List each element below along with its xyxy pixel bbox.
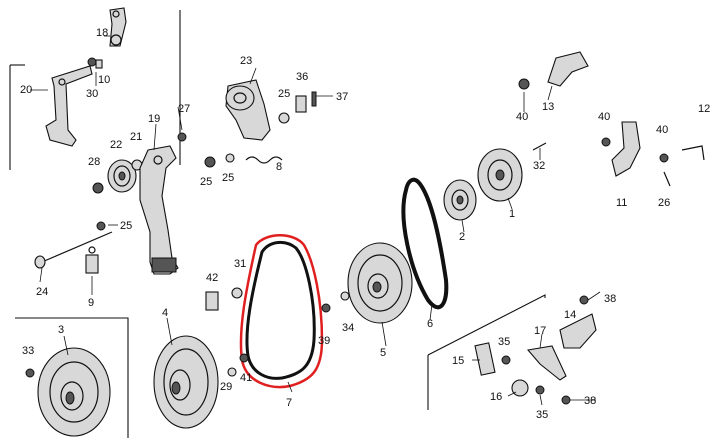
callout-22: 22 xyxy=(110,139,122,151)
bracket-11 xyxy=(601,121,705,187)
bracket-18 xyxy=(109,7,127,47)
leader-lines xyxy=(30,35,601,406)
pulley-4 xyxy=(153,335,219,429)
callout-28: 28 xyxy=(88,156,100,168)
callout-40-right-a: 40 xyxy=(598,111,610,123)
callout-23: 23 xyxy=(240,55,252,67)
callout-26: 26 xyxy=(658,197,670,209)
callout-3: 3 xyxy=(58,324,64,336)
pulley-3 xyxy=(25,347,111,437)
callout-16: 16 xyxy=(490,391,502,403)
callout-17: 17 xyxy=(534,325,546,337)
callout-34: 34 xyxy=(342,322,354,334)
tensioner-23 xyxy=(225,79,317,141)
callout-11: 11 xyxy=(616,197,627,209)
callout-25-mid-b: 25 xyxy=(222,172,234,184)
callout-18: 18 xyxy=(96,27,108,39)
callout-40-right-b: 40 xyxy=(656,124,668,136)
callout-37: 37 xyxy=(336,91,348,103)
callout-39: 39 xyxy=(318,335,330,347)
callout-30: 30 xyxy=(86,88,98,100)
callout-38-top: 38 xyxy=(604,293,616,305)
callout-19: 19 xyxy=(148,113,160,125)
callout-9: 9 xyxy=(88,297,94,309)
frame-bottom-left xyxy=(15,317,129,438)
callout-36: 36 xyxy=(296,71,308,83)
callout-32: 32 xyxy=(533,160,545,172)
callout-10: 10 xyxy=(98,74,110,86)
bolt-25 xyxy=(96,221,106,231)
pedal-19 xyxy=(139,132,187,275)
pulley-5 xyxy=(321,242,413,324)
callout-41: 41 xyxy=(240,372,252,384)
callout-27: 27 xyxy=(178,103,190,115)
frame-bottom-right xyxy=(427,294,546,410)
callout-40-top: 40 xyxy=(516,111,528,123)
bracket-14 xyxy=(559,295,597,349)
callout-12: 12 xyxy=(698,103,710,115)
callout-7: 7 xyxy=(286,397,292,409)
callout-38-bottom: 38 xyxy=(584,395,596,407)
callout-35-bottom: 35 xyxy=(536,409,548,421)
callout-5: 5 xyxy=(380,347,386,359)
callout-4: 4 xyxy=(162,307,168,319)
callout-labels: 18 10 20 30 23 36 25 37 27 19 21 22 28 2… xyxy=(20,27,710,421)
belt-6 xyxy=(401,177,449,310)
pin-32 xyxy=(532,142,547,151)
callout-13: 13 xyxy=(542,101,554,113)
callout-31: 31 xyxy=(234,258,246,270)
callout-42: 42 xyxy=(206,272,218,284)
spring-9 xyxy=(85,246,99,274)
callout-1: 1 xyxy=(509,208,515,220)
pulley-2 xyxy=(443,179,477,221)
small-parts-25-8 xyxy=(204,153,283,168)
callout-29: 29 xyxy=(220,381,232,393)
bracket-13 xyxy=(518,51,589,90)
callout-15: 15 xyxy=(452,355,464,367)
pulley-1 xyxy=(477,148,523,202)
callout-8: 8 xyxy=(276,161,282,173)
fasteners-42-31 xyxy=(205,287,249,377)
idler-22 xyxy=(92,159,143,194)
belt-7 xyxy=(239,234,324,389)
callout-20: 20 xyxy=(20,84,32,96)
callout-35-top: 35 xyxy=(498,336,510,348)
callout-25-top: 25 xyxy=(278,88,290,100)
callout-25-mid-a: 25 xyxy=(200,176,212,188)
callout-21: 21 xyxy=(130,131,142,143)
callout-6: 6 xyxy=(427,318,433,330)
callout-24: 24 xyxy=(36,286,48,298)
callout-33: 33 xyxy=(22,345,34,357)
callout-2: 2 xyxy=(459,231,465,243)
pin-24 xyxy=(34,231,113,269)
callout-14: 14 xyxy=(564,309,576,321)
callout-25-left: 25 xyxy=(120,220,132,232)
lever-20 xyxy=(45,57,103,147)
